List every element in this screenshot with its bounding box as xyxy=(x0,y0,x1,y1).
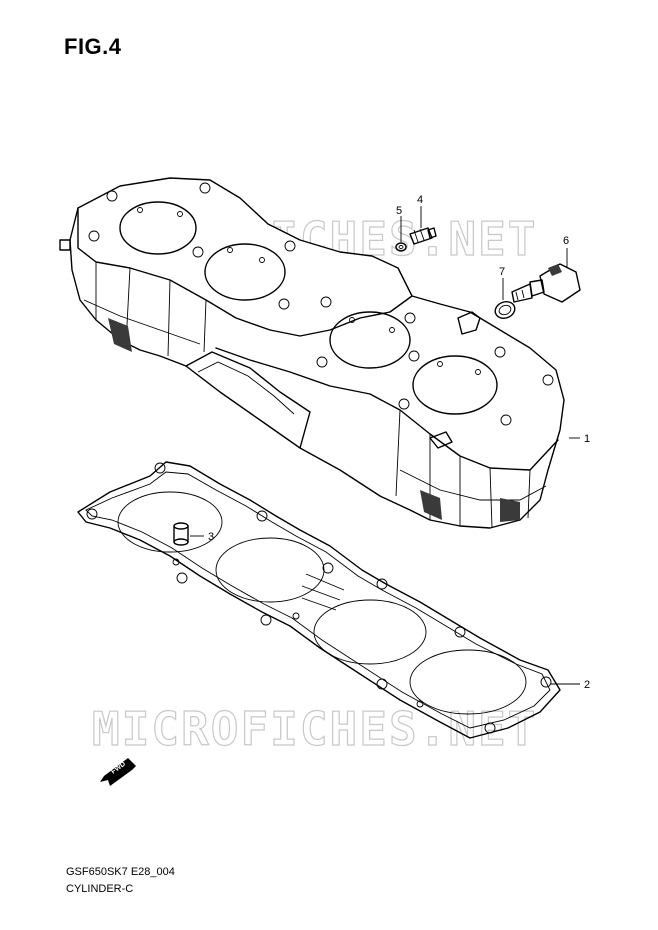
figure-title: FIG.4 xyxy=(64,34,122,59)
callout-2: 2 xyxy=(584,679,590,691)
callout-1: 1 xyxy=(584,433,590,445)
callout-6: 6 xyxy=(563,235,569,247)
cylinder-block xyxy=(59,177,565,529)
model-code: GSF650SK7 E28_004 xyxy=(66,866,175,878)
union-fitting xyxy=(409,227,437,245)
callout-7: 7 xyxy=(499,266,505,278)
sensor-gasket xyxy=(494,301,516,319)
section-name: CYLINDER-C xyxy=(66,883,134,895)
temperature-sensor xyxy=(511,263,581,303)
callout-3: 3 xyxy=(208,531,214,543)
watermark-bottom: MICROFICHES.NET xyxy=(92,702,537,756)
washer xyxy=(395,242,407,252)
cylinder-gasket xyxy=(77,461,561,739)
callout-4: 4 xyxy=(417,194,423,206)
callout-5: 5 xyxy=(396,205,402,217)
dowel-pin xyxy=(173,522,189,546)
leader-lines xyxy=(190,206,580,685)
forward-arrow-marker: FWD xyxy=(100,758,136,786)
